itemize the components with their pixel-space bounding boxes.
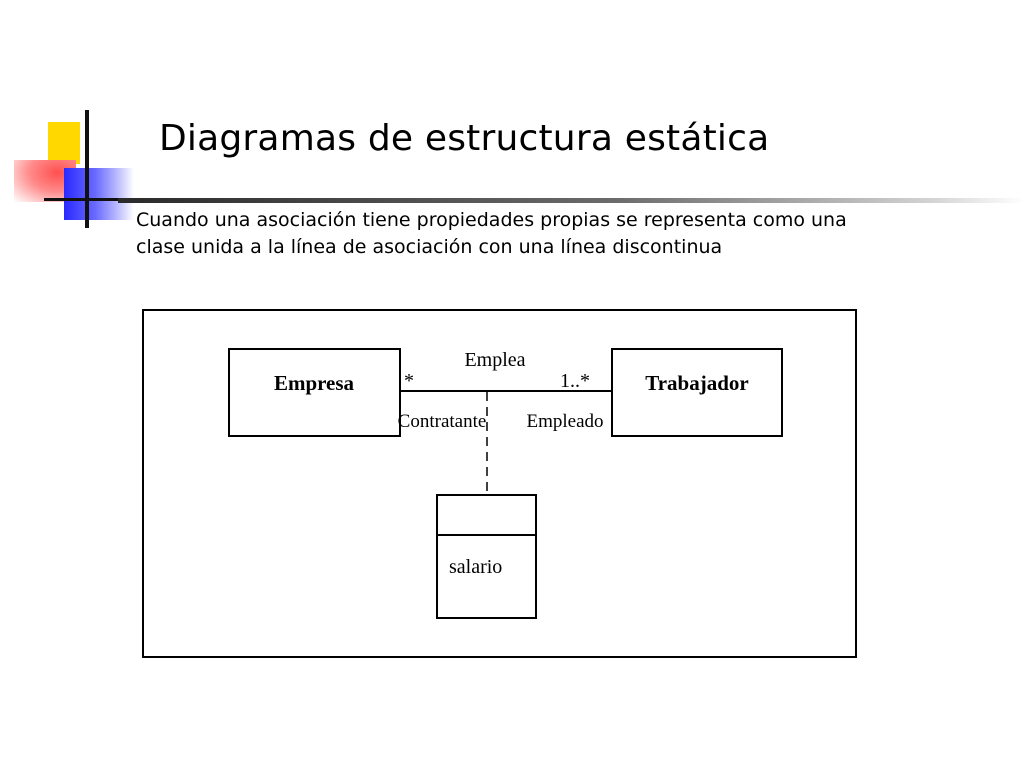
right-multiplicity-label: 1..* bbox=[560, 370, 590, 392]
right-role-label: Empleado bbox=[526, 411, 603, 432]
left-role-label: Contratante bbox=[398, 411, 487, 432]
deco-vertical-line bbox=[85, 110, 89, 228]
deco-blue-square bbox=[64, 168, 134, 220]
title-underline bbox=[118, 198, 1024, 203]
association-name-label: Emplea bbox=[464, 349, 525, 371]
empresa-class-box bbox=[228, 348, 401, 437]
slide-title: Diagramas de estructura estática bbox=[159, 118, 770, 159]
trabajador-class-name: Trabajador bbox=[645, 371, 748, 395]
trabajador-class-box bbox=[611, 348, 783, 437]
deco-horizontal-line bbox=[44, 198, 132, 201]
diagram-frame bbox=[142, 309, 857, 658]
corner-decoration bbox=[0, 100, 150, 230]
deco-yellow-square bbox=[48, 122, 80, 164]
association-class-box bbox=[436, 494, 537, 619]
salario-attribute-label: salario bbox=[449, 556, 502, 578]
empresa-class-name: Empresa bbox=[274, 371, 355, 395]
left-multiplicity-label: * bbox=[404, 370, 414, 392]
slide-body-text: Cuando una asociación tiene propiedades … bbox=[136, 209, 847, 258]
